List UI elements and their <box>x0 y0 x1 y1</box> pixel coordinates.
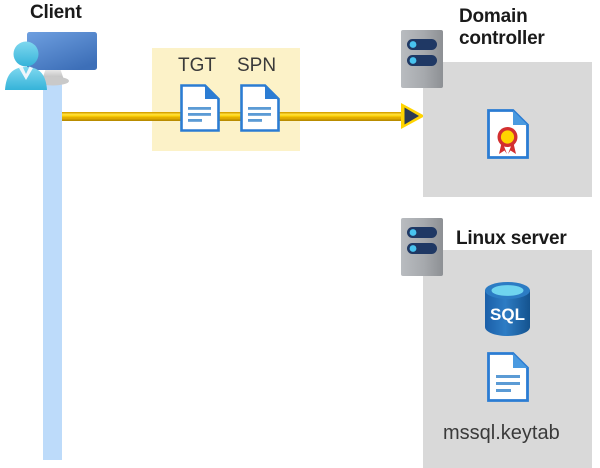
linux-server-server-rack-icon <box>401 218 443 281</box>
auth-request-arrow-line <box>62 112 407 121</box>
linux-server-title: Linux server <box>456 228 567 249</box>
spn-label: SPN <box>237 55 277 76</box>
client-workstation-icon <box>2 28 102 90</box>
client-lifeline <box>43 84 62 460</box>
domain-controller-server-rack-icon <box>401 30 443 93</box>
tgt-document-icon <box>180 84 220 137</box>
keytab-filename-label: mssql.keytab <box>443 422 560 444</box>
client-title: Client <box>30 2 82 23</box>
keytab-document-icon <box>487 352 529 407</box>
svg-text:SQL: SQL <box>490 305 525 324</box>
sql-database-icon: SQL <box>484 281 531 341</box>
certificate-document-icon <box>487 109 529 164</box>
tgt-label: TGT <box>178 55 216 76</box>
auth-request-arrow-head <box>400 102 426 135</box>
spn-document-icon <box>240 84 280 137</box>
domain-controller-title: Domain controller <box>459 6 545 49</box>
